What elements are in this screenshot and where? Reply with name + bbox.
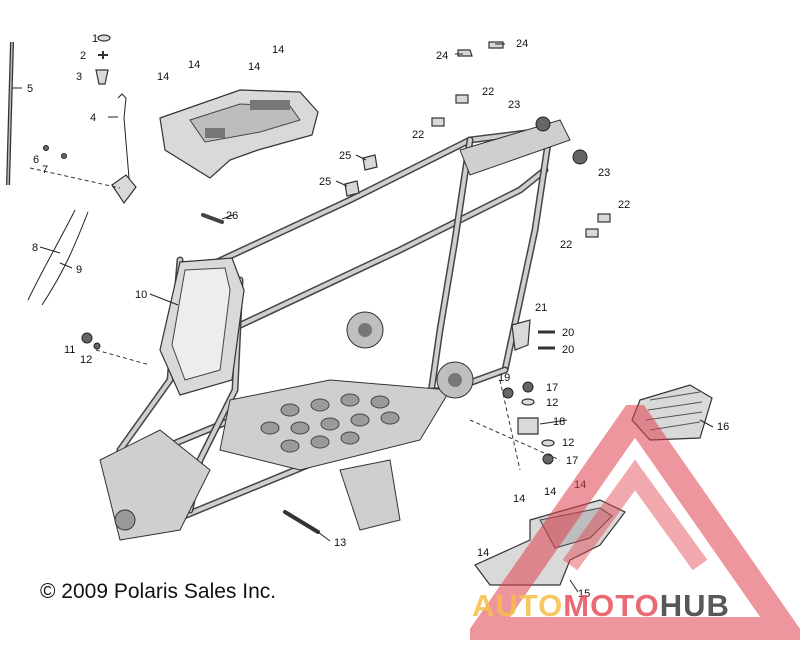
watermark-hub: HUB (659, 588, 730, 623)
callout-24-b: 24 (516, 38, 528, 50)
copyright-text: © 2009 Polaris Sales Inc. (40, 580, 277, 603)
callout-11: 11 (64, 344, 75, 356)
part-26-pin (201, 213, 224, 224)
callout-18: 18 (553, 416, 565, 428)
callout-14-c: 14 (248, 61, 260, 73)
callout-labels: 1 2 3 4 5 6 7 8 9 10 11 12 13 14 14 14 1… (27, 33, 729, 600)
callout-23-a: 23 (508, 99, 520, 111)
parts-1-2-3 (95, 34, 111, 85)
callout-12-b: 12 (546, 397, 558, 409)
callout-20-b: 20 (562, 344, 574, 356)
callout-22-b: 22 (412, 129, 424, 141)
callout-15: 15 (578, 588, 590, 600)
parts-6-7-screws (43, 145, 67, 159)
callout-14-a: 14 (272, 44, 284, 56)
callout-7: 7 (42, 164, 48, 176)
callout-13: 13 (334, 537, 346, 549)
callout-2: 2 (80, 50, 86, 62)
callout-14-f: 14 (544, 486, 556, 498)
callout-25-b: 25 (319, 176, 331, 188)
callout-14-b: 14 (188, 59, 200, 71)
callout-12-c: 12 (562, 437, 574, 449)
callout-19: 19 (498, 372, 510, 384)
watermark-moto: MOTO (563, 588, 660, 623)
callout-22-d: 22 (560, 239, 572, 251)
callout-17-a: 17 (546, 382, 558, 394)
callout-10: 10 (135, 289, 147, 301)
automotohub-watermark-logo (470, 405, 800, 640)
callout-26: 26 (226, 210, 238, 222)
callout-25-a: 25 (339, 150, 351, 162)
callout-20-a: 20 (562, 327, 574, 339)
watermark-auto: AUTO (472, 588, 564, 623)
callout-21: 21 (535, 302, 547, 314)
callout-23-b: 23 (598, 167, 610, 179)
callout-14-d: 14 (157, 71, 169, 83)
callout-17-b: 17 (566, 455, 578, 467)
parts-25-bushings (344, 154, 378, 197)
part-4-lever (111, 93, 137, 205)
parts-8-9-cables (27, 209, 89, 306)
main-frame (99, 119, 571, 541)
callout-22-c: 22 (618, 199, 630, 211)
footrest-plate-left (159, 89, 319, 179)
callout-22-a: 22 (482, 86, 494, 98)
callout-9: 9 (76, 264, 82, 276)
callout-1: 1 (92, 33, 98, 45)
callout-5: 5 (27, 83, 33, 95)
callout-12-left: 12 (80, 354, 92, 366)
parts-11-12-left (81, 332, 101, 350)
part-13-bolt (283, 510, 320, 534)
parts-17-18-19-hardware (502, 381, 555, 465)
leader-lines (12, 43, 714, 593)
callout-16: 16 (717, 421, 729, 433)
callout-4: 4 (90, 112, 96, 124)
callout-14-h: 14 (477, 547, 489, 559)
callout-14-e: 14 (513, 493, 525, 505)
callout-6: 6 (33, 154, 39, 166)
callout-3: 3 (76, 71, 82, 83)
parts-22-23-hardware (431, 94, 611, 238)
part-5-rod (6, 41, 14, 186)
callout-8: 8 (32, 242, 38, 254)
guide-lines (29, 167, 561, 471)
callout-24-a: 24 (436, 50, 448, 62)
part-21-bracket (511, 319, 555, 351)
watermark-text: AUTOMOTOHUB (472, 588, 730, 624)
